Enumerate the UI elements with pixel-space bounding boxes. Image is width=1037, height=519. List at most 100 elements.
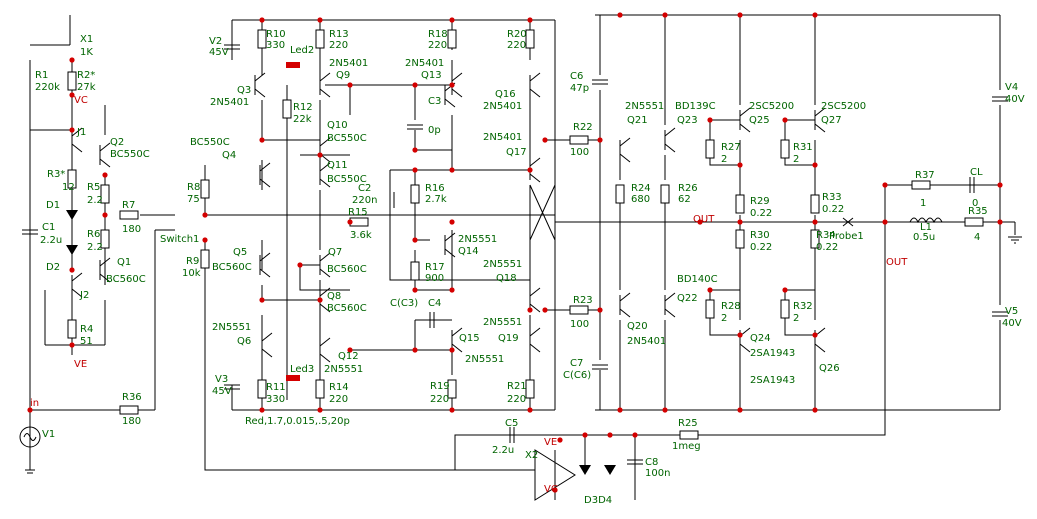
- transistor: [319, 252, 331, 278]
- label-r33: R33: [822, 192, 842, 203]
- label-q21t: 2N5551: [625, 101, 664, 112]
- transistor: [319, 72, 331, 98]
- label-r25v: 1meg: [672, 441, 701, 452]
- label-v3: V3: [215, 374, 228, 385]
- resistor: [569, 305, 589, 315]
- label-r10v: 330: [266, 40, 285, 51]
- junction-dot: [69, 267, 75, 273]
- label-r5: R5: [87, 182, 100, 193]
- junction-dot: [812, 219, 818, 225]
- label-j2: J2: [79, 290, 89, 301]
- resistor: [780, 139, 790, 159]
- junction-dot: [527, 307, 533, 313]
- label-r12: R12: [293, 102, 313, 113]
- label-r22: R22: [573, 122, 593, 133]
- junction-dot: [317, 407, 323, 413]
- label-q8t: BC560C: [327, 303, 367, 314]
- led-icon: [286, 375, 300, 381]
- label-q1: Q1: [117, 257, 131, 268]
- resistor: [315, 29, 325, 49]
- label-v4v: 40V: [1005, 94, 1025, 105]
- label-d2: D2: [46, 262, 60, 273]
- sine-icon: [23, 433, 37, 441]
- label-r1: R1: [35, 70, 48, 81]
- label-led3: Led3: [290, 364, 314, 375]
- source-icon: [19, 426, 41, 448]
- label-d1: D1: [46, 200, 60, 211]
- transistor: [319, 162, 331, 188]
- capacitor: [224, 384, 240, 390]
- label-q24t: 2SA1943: [750, 348, 795, 359]
- resistor: [615, 184, 625, 204]
- wire: [204, 240, 535, 471]
- label-l1: L1: [920, 222, 932, 233]
- label-r7v: 180: [122, 224, 141, 235]
- transistor: [259, 252, 271, 278]
- junction-dot: [412, 347, 418, 353]
- label-r15v: 3.6k: [350, 230, 372, 241]
- junction-dot: [412, 167, 418, 173]
- junction-dot: [449, 82, 455, 88]
- wire: [709, 120, 740, 166]
- label-r19: R19: [430, 381, 450, 392]
- transistor: [739, 107, 751, 133]
- label-q20: Q20: [627, 321, 648, 332]
- label-r11: R11: [266, 382, 286, 393]
- resistor: [349, 217, 369, 227]
- capacitor: [592, 79, 608, 85]
- label-c8: C8: [645, 457, 658, 468]
- inductor: [909, 217, 943, 224]
- junction-dot: [202, 212, 208, 218]
- label-r27: R27: [721, 142, 741, 153]
- diode: [604, 465, 616, 475]
- junction-dot: [597, 137, 603, 143]
- label-r35: R35: [968, 206, 988, 217]
- label-q22t: BD140C: [677, 274, 718, 285]
- resistor: [810, 194, 820, 214]
- junction-dot: [449, 407, 455, 413]
- resistor: [447, 29, 457, 49]
- transistor: [619, 137, 631, 163]
- transistor: [664, 292, 676, 318]
- label-c5: C5: [505, 418, 518, 429]
- resistor: [447, 379, 457, 399]
- resistor: [911, 180, 931, 190]
- label-r20v: 220: [507, 40, 526, 51]
- label-r31v: 2: [793, 154, 799, 165]
- capacitor: [969, 177, 975, 193]
- label-r26: R26: [678, 183, 698, 194]
- junction-dot: [812, 407, 818, 413]
- label-q12t: 2N5551: [324, 364, 363, 375]
- label-c1: C1: [42, 222, 55, 233]
- junction-dot: [737, 407, 743, 413]
- label-r14: R14: [329, 382, 349, 393]
- label-q13t: 2N5401: [405, 58, 444, 69]
- label-v1: V1: [42, 429, 55, 440]
- junction-dot: [449, 167, 455, 173]
- label-q2t: BC550C: [110, 149, 150, 160]
- label-q27t: 2SC5200: [821, 101, 866, 112]
- label-r23v: 100: [570, 319, 589, 330]
- transistor: [529, 287, 541, 313]
- junction-dot: [737, 219, 743, 225]
- junction-dot: [27, 407, 33, 413]
- label-q21: Q21: [627, 115, 648, 126]
- junction-dot: [632, 432, 638, 438]
- diode: [66, 210, 78, 220]
- capacitor: [509, 427, 515, 443]
- label-r4v: 51: [80, 336, 93, 347]
- resistor: [67, 71, 77, 91]
- label-cc6: C(C6): [563, 370, 591, 381]
- label-switch1: Switch1: [160, 234, 199, 245]
- junction-dot: [202, 237, 208, 243]
- transistor: [814, 107, 826, 133]
- junction-dot: [259, 407, 265, 413]
- resistor: [282, 99, 292, 119]
- label-q27: Q27: [821, 115, 842, 126]
- label-q4: Q4: [222, 150, 236, 161]
- resistor: [705, 139, 715, 159]
- capacitor: [992, 96, 1008, 102]
- label-r32v: 2: [793, 313, 799, 324]
- junction-dot: [582, 432, 588, 438]
